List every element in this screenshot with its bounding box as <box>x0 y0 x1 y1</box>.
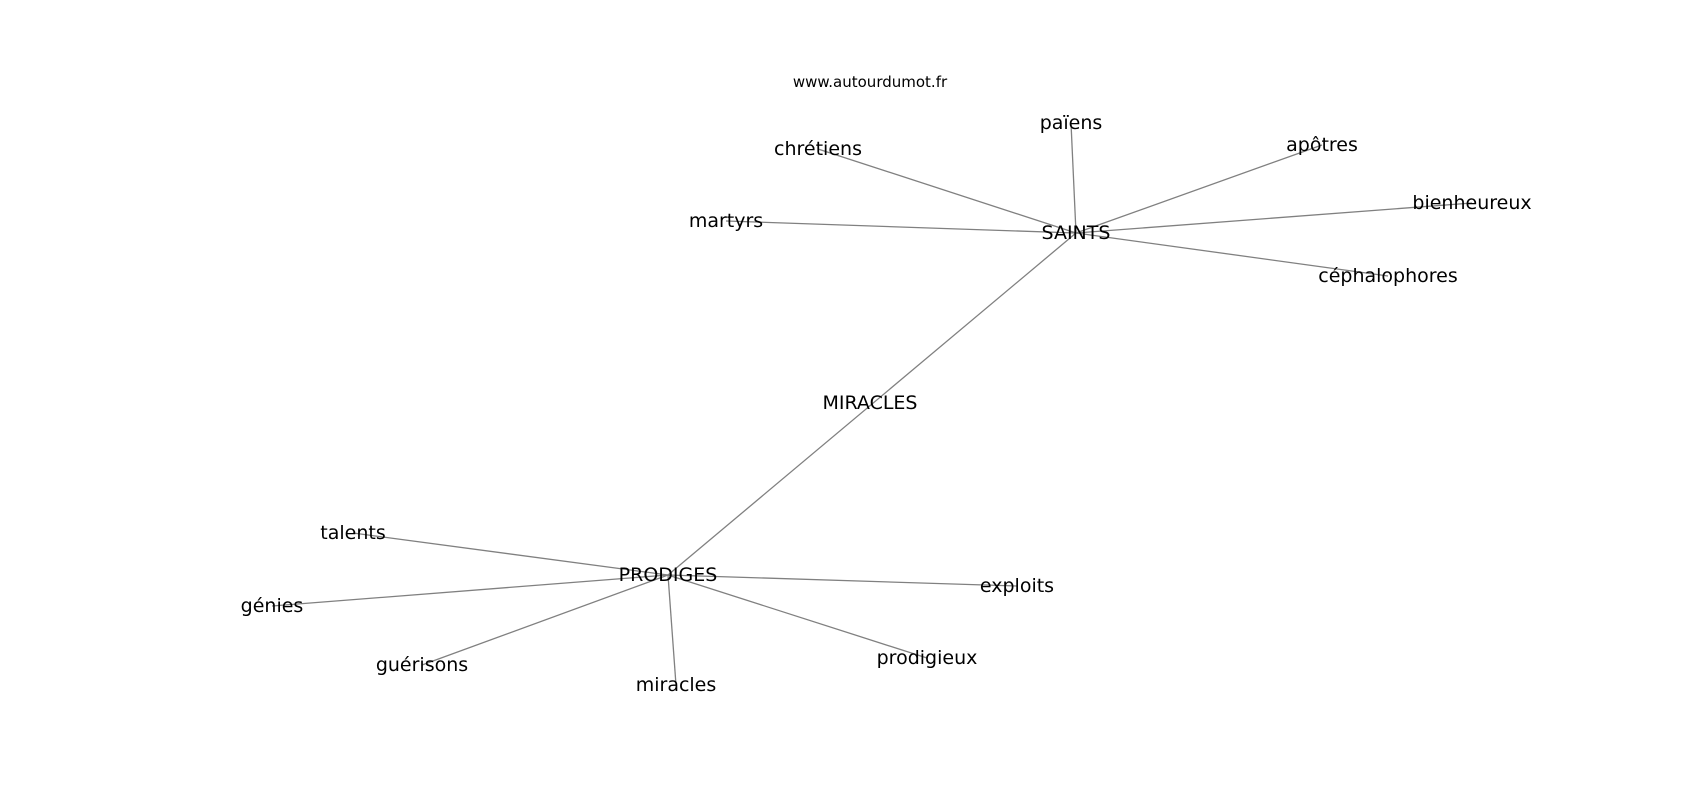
graph-edges <box>271 122 1473 686</box>
edge-saints-chretiens <box>817 148 1077 234</box>
edge-prodiges-talents <box>352 532 669 576</box>
edge-prodiges-prodigieux <box>667 574 928 659</box>
node-label-prodigieux: prodigieux <box>877 647 978 669</box>
edge-saints-bienheureux <box>1075 202 1473 234</box>
graph-nodes: MIRACLES SAINTS PRODIGES païens chrétiens apô… <box>241 112 1532 696</box>
node-label-guerisons: guérisons <box>376 654 468 676</box>
watermark-text: www.autourdumot.fr <box>792 73 948 91</box>
node-label-saints: SAINTS <box>1042 222 1111 244</box>
node-label-chretiens: chrétiens <box>774 138 862 160</box>
edge-saints-apotres <box>1075 144 1323 234</box>
edge-saints-prodiges <box>667 232 1077 576</box>
edge-prodiges-genies <box>271 574 669 607</box>
edge-saints-cephalophores <box>1075 232 1389 277</box>
node-label-cephalophores: céphalophores <box>1318 265 1458 287</box>
edge-saints-paiens <box>1070 122 1077 234</box>
node-label-talents: talents <box>320 522 385 544</box>
node-label-prodiges: PRODIGES <box>619 564 718 586</box>
node-label-miracles-leaf: miracles <box>636 674 717 696</box>
edge-prodiges-miracles_leaf <box>667 574 677 686</box>
node-label-miracles-center: MIRACLES <box>822 392 917 414</box>
node-label-apotres: apôtres <box>1286 134 1358 156</box>
edge-saints-martyrs <box>725 220 1077 234</box>
node-label-paiens: païens <box>1040 112 1103 134</box>
edge-prodiges-exploits <box>667 574 1018 587</box>
node-label-bienheureux: bienheureux <box>1412 192 1531 214</box>
node-label-exploits: exploits <box>980 575 1054 597</box>
edge-prodiges-guerisons <box>421 574 669 666</box>
node-label-martyrs: martyrs <box>689 210 763 232</box>
node-label-genies: génies <box>241 595 304 617</box>
